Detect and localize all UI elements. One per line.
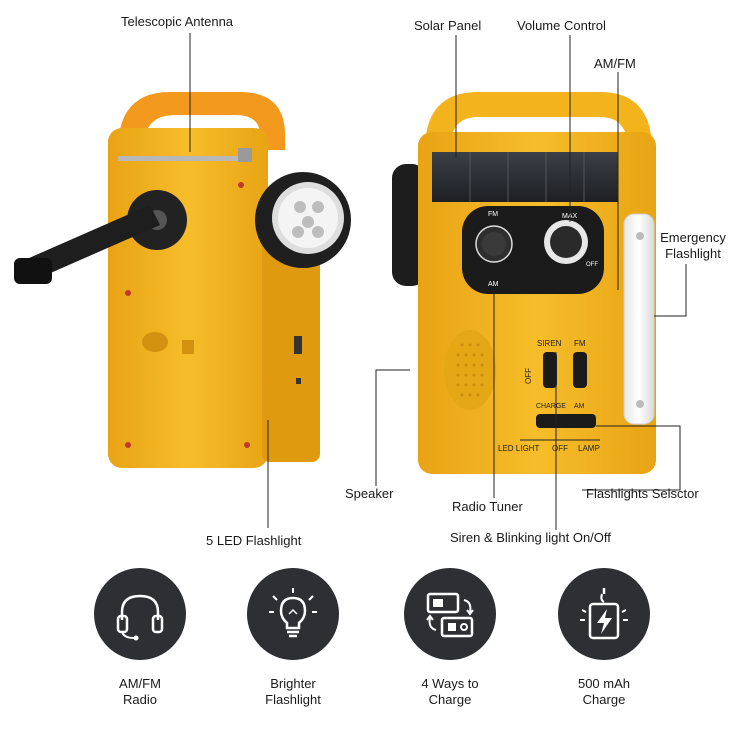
callout-led-flashlight: 5 LED Flashlight — [206, 533, 302, 548]
emergency-flashlight — [623, 213, 655, 425]
solar-panel — [432, 152, 618, 202]
feature-circle — [404, 568, 496, 660]
lightbulb-icon — [269, 588, 317, 638]
selector-lamp-text: LAMP — [578, 444, 600, 453]
callout-emergency-line1: Emergency — [660, 230, 726, 245]
feature-caption-line1: Brighter — [270, 676, 316, 691]
feature-circle — [94, 568, 186, 660]
feature-circle — [558, 568, 650, 660]
left-body — [108, 128, 268, 468]
callout-radio-tuner: Radio Tuner — [452, 499, 523, 514]
feature-caption-line1: AM/FM — [119, 676, 161, 691]
band-switch[interactable] — [573, 352, 587, 388]
selector-led-text: LED LIGHT — [498, 444, 539, 453]
switch-siren-text: SIREN — [537, 339, 562, 348]
siren-switch[interactable] — [543, 352, 557, 388]
feature-caption-line1: 4 Ways to — [421, 676, 479, 691]
feature-caption-line2: Charge — [428, 692, 472, 707]
speaker-grille — [444, 330, 496, 410]
crank-handle — [20, 205, 160, 282]
selector-off-text: OFF — [552, 444, 568, 453]
callout-emergency-flashlight: Emergency Flashlight — [652, 230, 734, 262]
feature-caption-line1: 500 mAh — [577, 676, 631, 691]
callout-speaker: Speaker — [345, 486, 394, 501]
callout-solar-panel: Solar Panel — [414, 18, 482, 33]
feature-500mah-charge: 500 mAh Charge — [544, 568, 664, 708]
flashlight-selector-switch[interactable] — [536, 414, 596, 428]
callout-lines — [189, 33, 687, 530]
switch-off-text: OFF — [524, 368, 533, 384]
callout-emergency-line2: Flashlight — [665, 246, 721, 261]
crank-side-knob — [392, 164, 426, 286]
switch-am-text: AM — [574, 403, 585, 410]
feature-brighter-flashlight: Brighter Flashlight — [233, 568, 353, 708]
feature-caption-line2: Radio — [123, 692, 157, 707]
switch-charge-text: CHARGE — [536, 403, 566, 410]
callout-telescopic-antenna: Telescopic Antenna — [121, 14, 234, 29]
left-handle — [118, 92, 285, 150]
feature-four-ways-charge: 4 Ways to Charge — [390, 568, 510, 708]
feature-caption-line2: Flashlight — [265, 692, 321, 707]
right-radio-device: FM AM MAX OFF SIREN FM OFF CHARGE AM — [392, 92, 656, 474]
headphones-icon — [116, 594, 164, 641]
dial-fm-text: FM — [488, 211, 498, 218]
right-handle — [425, 92, 652, 150]
callout-am-fm: AM/FM — [594, 56, 636, 71]
feature-row: AM/FM Radio Brighter Flashlight — [0, 560, 750, 750]
product-illustration: FM AM MAX OFF SIREN FM OFF CHARGE AM — [14, 33, 687, 530]
callout-siren-blinking: Siren & Blinking light On/Off — [450, 530, 611, 545]
telescopic-antenna — [118, 156, 250, 161]
dial-am-text: AM — [488, 281, 499, 288]
feature-am-fm-radio: AM/FM Radio — [80, 568, 200, 708]
callout-flashlights-selector: Flashlights Selsctor — [586, 486, 699, 501]
dial-off-text: OFF — [586, 262, 598, 268]
battery-bolt-icon — [580, 588, 628, 640]
feature-caption-line2: Charge — [582, 692, 626, 707]
charging-icon — [426, 592, 474, 638]
left-radio-device — [14, 92, 351, 468]
switch-fm-text: FM — [574, 339, 586, 348]
feature-circle — [247, 568, 339, 660]
callout-volume-control: Volume Control — [517, 18, 606, 33]
product-stage: FM AM MAX OFF SIREN FM OFF CHARGE AM — [14, 14, 734, 548]
